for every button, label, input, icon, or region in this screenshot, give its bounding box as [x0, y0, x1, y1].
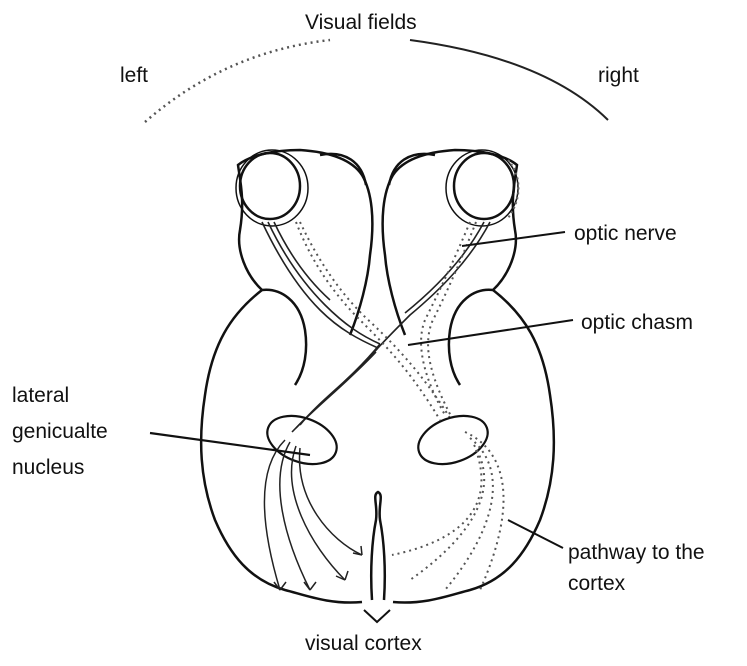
right-hemisphere-outline — [383, 150, 554, 603]
left-visual-field-arc — [145, 40, 330, 122]
lgn-label-line-3: nucleus — [12, 455, 84, 481]
lgn-label-line-1: lateral — [12, 383, 69, 409]
right-visual-field-arc — [410, 40, 608, 120]
left-field-label: left — [120, 63, 148, 89]
pathway-label-line-2: cortex — [568, 571, 625, 597]
left-temporal-contour — [262, 290, 306, 385]
pathway-label-line-1: pathway to the — [568, 540, 705, 566]
right-optic-radiations — [392, 432, 504, 590]
pathway-leader — [508, 520, 563, 548]
lgn-leader — [150, 433, 310, 455]
right-field-label: right — [598, 63, 639, 89]
visual-cortex-label: visual cortex — [305, 631, 422, 657]
optic-nerve-label: optic nerve — [574, 221, 677, 247]
left-optic-fibers — [262, 222, 490, 432]
left-lateral-geniculate-nucleus — [261, 407, 344, 473]
right-eye-outer — [446, 150, 518, 226]
visual-cortex-notch — [364, 610, 390, 622]
right-optic-fibers — [296, 222, 476, 420]
left-eye — [240, 153, 300, 219]
visual-fields-title: Visual fields — [305, 10, 417, 36]
left-eye-outer — [236, 150, 308, 226]
optic-chasm-label: optic chasm — [581, 310, 693, 336]
optic-chasm-leader — [408, 320, 573, 345]
left-optic-radiations — [264, 440, 362, 590]
occipital-midline — [371, 492, 385, 600]
right-eye — [454, 153, 514, 219]
lgn-label-line-2: genicualte — [12, 419, 108, 445]
left-hemisphere-outline — [201, 150, 372, 603]
